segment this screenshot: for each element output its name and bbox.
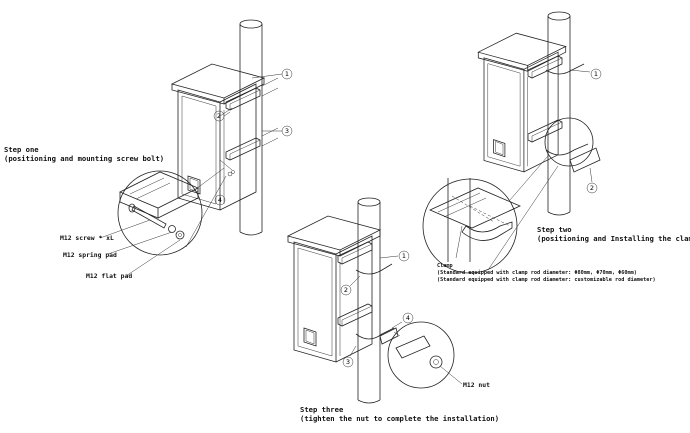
callout-s3-2: 2 — [344, 286, 348, 294]
step-two-desc: (positioning and Installing the clamp) — [537, 234, 690, 243]
callout-s3-4: 4 — [406, 314, 410, 322]
clamp-label: Clamp — [437, 263, 453, 269]
callout-s2-1: 1 — [594, 70, 598, 78]
callout-2: 2 — [217, 112, 221, 120]
step-one-desc: (positioning and mounting screw bolt) — [4, 154, 165, 163]
clamp-note-2: (Standard equipped with clamp rod diamet… — [437, 277, 656, 283]
callout-4: 4 — [218, 196, 222, 204]
step-three-desc: (tighten the nut to complete the install… — [300, 414, 500, 423]
nut-label: M12 nut — [463, 381, 490, 389]
step-two-label: Step two (positioning and Installing the… — [537, 225, 690, 243]
step-three-figure: 1 2 4 3 — [287, 197, 463, 404]
clamp-note-1: (Standard equipped with clamp rod diamet… — [437, 270, 637, 276]
step-two-title: Step two — [537, 225, 572, 234]
callout-s3-1: 1 — [402, 252, 406, 260]
spring-pad-label: M12 spring pad — [63, 251, 117, 259]
step-three-label: Step three (tighten the nut to complete … — [300, 405, 499, 423]
callout-3: 3 — [285, 127, 289, 135]
flat-pad-label: M12 flat pad — [86, 272, 133, 280]
step-three-title: Step three — [300, 405, 344, 414]
step-one-figure: 1 2 3 4 — [99, 19, 293, 277]
screw-label: M12 screw * xL — [60, 234, 114, 242]
step-two-figure: 1 2 — [422, 11, 602, 274]
step-one-title: Step one — [4, 145, 39, 154]
clamp-label-block: Clamp (Standard equipped with clamp rod … — [437, 263, 656, 284]
callout-s3-3: 3 — [346, 358, 350, 366]
callout-1: 1 — [285, 70, 289, 78]
step-one-label: Step one (positioning and mounting screw… — [4, 145, 164, 163]
callout-s2-2: 2 — [590, 184, 594, 192]
